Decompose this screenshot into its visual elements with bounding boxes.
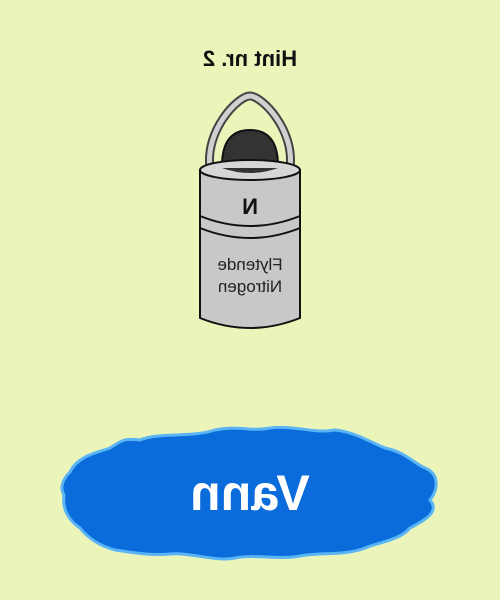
container-symbol: N	[242, 194, 258, 219]
container-contents	[220, 128, 280, 167]
nitrogen-container-icon: N Flytende Nitrogen	[199, 91, 301, 329]
container-label-line2: Nitrogen	[218, 277, 282, 296]
hint-title: Hint nr. 2	[203, 46, 297, 71]
puddle-label: Vann	[190, 465, 309, 521]
container-body	[199, 169, 301, 329]
container-label-line1: Flytende	[217, 255, 282, 274]
water-puddle-icon: Vann	[60, 425, 438, 561]
